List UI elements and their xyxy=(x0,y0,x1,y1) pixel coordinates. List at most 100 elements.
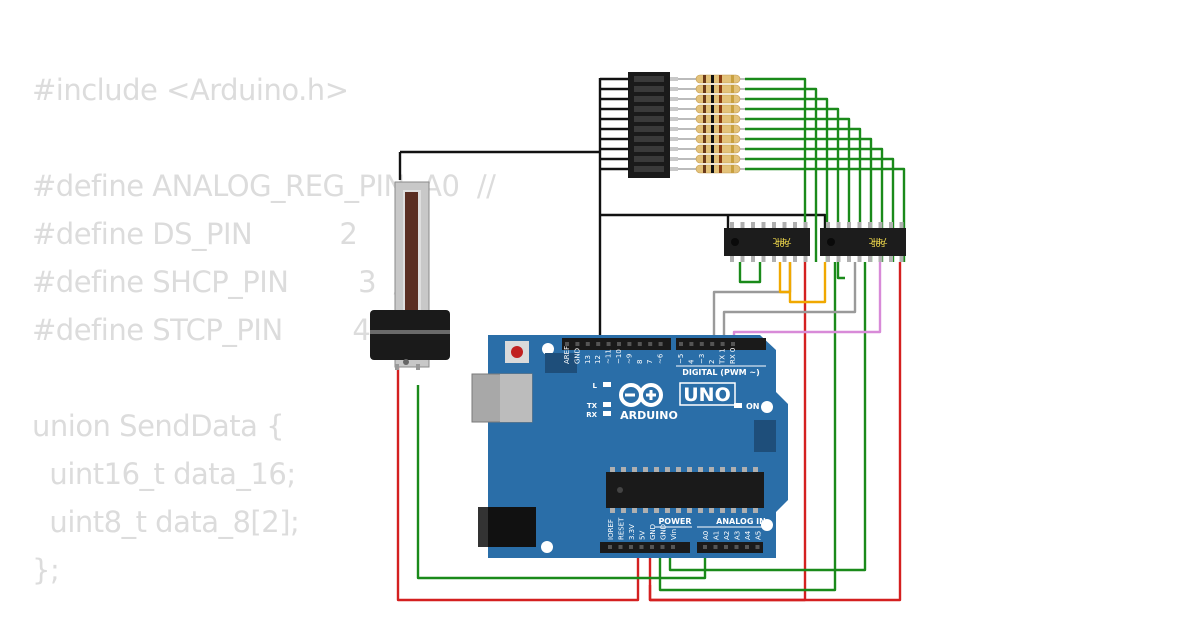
wires xyxy=(396,77,906,602)
wire-gnd-power xyxy=(658,262,837,592)
bar-led-pin xyxy=(670,167,678,171)
bar-led-segment xyxy=(634,106,664,112)
digital-pin-label: RX 0 xyxy=(729,348,737,364)
shift-register-1: 74HC 595 xyxy=(724,222,810,262)
bar-led-segment xyxy=(634,86,664,92)
wire-register-output xyxy=(745,87,818,262)
resistor xyxy=(678,104,745,114)
bar-led-segment xyxy=(634,126,664,132)
resistor xyxy=(678,84,745,94)
bar-led-segment xyxy=(634,146,664,152)
code-line: #define SHCP_PIN 3 // xyxy=(32,265,413,299)
digital-header-label: DIGITAL (PWM ~) xyxy=(682,368,760,377)
wire-register-output xyxy=(745,77,807,262)
rx-led-label: RX xyxy=(586,411,597,419)
bar-led-pin xyxy=(670,137,678,141)
power-pin-label: RESET xyxy=(618,517,626,540)
analog-pin-label: A3 xyxy=(734,531,742,540)
icsp-header-1 xyxy=(545,353,577,373)
resistor xyxy=(678,124,745,134)
power-label: POWER xyxy=(658,517,691,526)
resistor xyxy=(678,134,745,144)
brand-label: ARDUINO xyxy=(620,409,678,422)
digital-header-left xyxy=(562,338,671,350)
on-led xyxy=(734,403,742,408)
bar-led-pin xyxy=(670,77,678,81)
l-led-label: L xyxy=(593,382,598,390)
digital-pin-label: TX 1 xyxy=(719,348,727,365)
digital-pin-label: ~11 xyxy=(605,349,613,364)
l-led xyxy=(603,382,611,387)
digital-pin-label: 4 xyxy=(687,359,695,364)
resistor-array xyxy=(678,74,745,174)
power-pin-label: IOREF xyxy=(607,519,615,540)
bar-led-segment xyxy=(634,166,664,172)
slide-potentiometer[interactable] xyxy=(370,181,450,370)
icsp-header-2 xyxy=(754,420,776,452)
power-pin-label: GND xyxy=(660,524,668,540)
digital-pin-label: 2 xyxy=(708,360,716,364)
bar-led-pin xyxy=(670,157,678,161)
code-line: #include <Arduino.h> xyxy=(32,73,349,107)
digital-pin-label: ~6 xyxy=(657,353,665,364)
analog-pin-label: A4 xyxy=(744,530,752,540)
digital-pin-label: ~5 xyxy=(677,354,685,364)
wire-shcp xyxy=(712,262,792,338)
analog-label: ANALOG IN xyxy=(716,517,766,526)
power-pin-label: 5V xyxy=(639,531,647,540)
wire-ds xyxy=(732,262,882,338)
power-pin-label: Vin xyxy=(670,529,678,540)
wire-register-output xyxy=(745,117,851,262)
wire-chain-1 xyxy=(778,262,790,294)
code-line: }; xyxy=(32,553,60,587)
digital-pin-label: ~9 xyxy=(625,354,633,364)
wire-stcp xyxy=(722,262,857,338)
led-bar-graph xyxy=(628,72,678,178)
analog-pin-label: A5 xyxy=(755,531,763,540)
power-pin-label: GND xyxy=(649,524,657,540)
rx-led xyxy=(603,411,611,416)
resistor xyxy=(678,114,745,124)
resistor xyxy=(678,144,745,154)
wire-ic1-oe xyxy=(738,262,762,284)
tx-led-label: TX xyxy=(587,402,598,410)
resistor xyxy=(678,154,745,164)
code-line: #define STCP_PIN 4 xyxy=(32,313,371,347)
wire-gnd-power-2 xyxy=(668,262,867,572)
wire-5v-pot xyxy=(396,360,640,602)
bar-led-segment xyxy=(634,116,664,122)
wire-register-output xyxy=(745,97,829,262)
digital-pin-label: 12 xyxy=(594,355,602,364)
bar-led-pin xyxy=(670,87,678,91)
power-pin-label: 3.3V xyxy=(628,524,636,540)
bar-led-pin xyxy=(670,107,678,111)
bar-led-pin xyxy=(670,127,678,131)
wire-pot-a0 xyxy=(416,385,707,580)
wire-5v-ic1 xyxy=(648,262,807,602)
resistor xyxy=(678,164,745,174)
digital-pin-label: 13 xyxy=(584,355,592,364)
resistor xyxy=(678,94,745,104)
power-header xyxy=(600,542,690,553)
bar-led-segment xyxy=(634,76,664,82)
slider-knob[interactable] xyxy=(370,310,450,360)
analog-header xyxy=(697,542,763,553)
wire-gnd-to-ic xyxy=(600,213,827,232)
on-led-label: ON xyxy=(746,402,760,411)
shift-register-2: 74HC 595 xyxy=(820,222,906,262)
wire-register-output xyxy=(745,107,840,262)
bar-led-segment xyxy=(634,156,664,162)
analog-pin-label: A2 xyxy=(723,531,731,540)
wire-chain-2 xyxy=(788,262,827,304)
digital-pin-label: AREF xyxy=(563,346,571,364)
digital-pin-label: GND xyxy=(573,348,581,364)
analog-pin-label: A1 xyxy=(713,531,721,540)
bar-led-pin xyxy=(670,117,678,121)
arduino-logo xyxy=(619,383,663,407)
wire-ic2-oe xyxy=(836,262,845,280)
wire-register-output xyxy=(745,127,862,262)
tx-led xyxy=(603,402,611,407)
digital-pin-label: ~10 xyxy=(615,349,623,364)
ic1-label-line2: 595 xyxy=(775,239,790,248)
